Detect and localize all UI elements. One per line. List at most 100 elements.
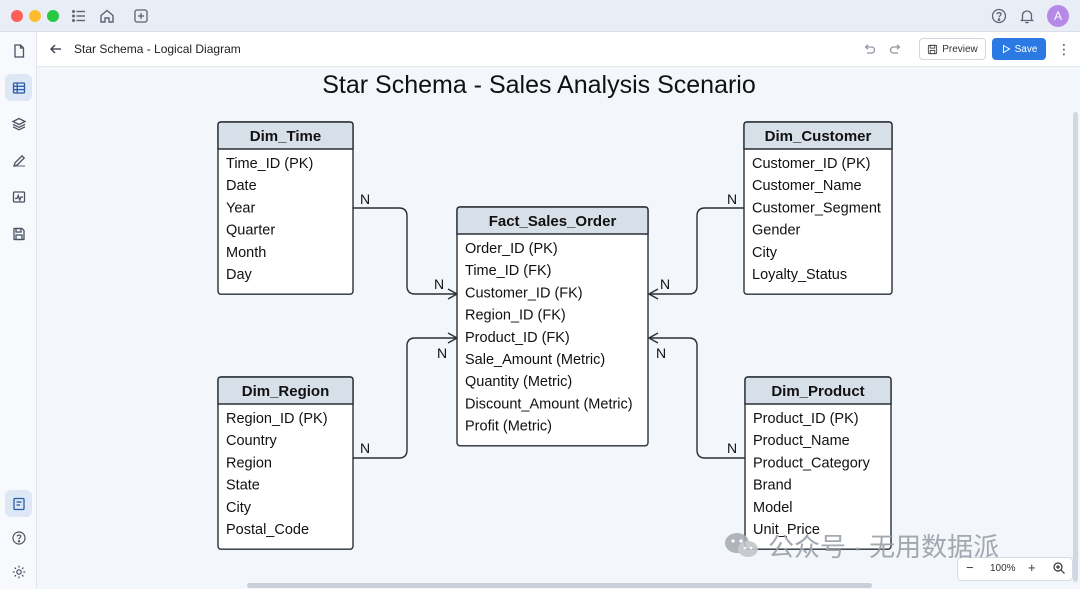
preview-icon (928, 44, 938, 54)
save-button-label: Save (1014, 43, 1038, 55)
table-header-fill (217, 376, 354, 405)
play-icon (1002, 44, 1011, 54)
cardinality-label-time-source: N (360, 191, 370, 207)
help-circle-icon[interactable] (5, 524, 32, 551)
list-icon[interactable] (70, 7, 88, 25)
cardinality-label-region-source: N (360, 440, 370, 456)
save-disk-icon[interactable] (5, 220, 32, 247)
cardinality-label-customer-target: N (660, 276, 670, 292)
wechat-logo-icon (722, 530, 762, 560)
user-avatar[interactable]: A (1047, 5, 1069, 27)
cardinality-label-product-source: N (727, 440, 737, 456)
table-field: Region_ID (FK) (465, 308, 566, 324)
watermark-text: 公众号 · 无用数据派 (768, 531, 1000, 562)
table-name: Dim_Time (250, 128, 321, 145)
back-arrow-icon[interactable] (48, 41, 64, 57)
watermark: 公众号 · 无用数据派 (722, 527, 999, 563)
table-field: Region_ID (PK) (226, 411, 328, 427)
table-field: Country (226, 433, 278, 449)
table-field: Region (226, 455, 272, 471)
table-field: City (226, 500, 252, 516)
undo-icon[interactable] (861, 41, 877, 57)
zoom-fit-icon[interactable] (1052, 561, 1066, 575)
preview-button[interactable]: Preview (919, 38, 986, 60)
table-header-fill (743, 121, 893, 150)
horizontal-scrollbar[interactable] (247, 583, 872, 588)
settings-gear-icon[interactable] (5, 558, 32, 585)
table-name: Dim_Product (771, 383, 864, 400)
table-field: Loyalty_Status (752, 267, 847, 283)
table-field: Gender (752, 223, 801, 239)
table-field: Sale_Amount (Metric) (465, 352, 605, 368)
save-button[interactable]: Save (992, 38, 1046, 60)
table-header-fill (456, 206, 649, 235)
activity-chart-icon[interactable] (5, 183, 32, 210)
new-file-icon[interactable] (132, 7, 150, 25)
table-field: Profit (Metric) (465, 419, 552, 435)
zoom-out-button[interactable]: − (966, 560, 974, 575)
table-field: Product_ID (FK) (465, 330, 570, 346)
table-field: Month (226, 245, 266, 261)
table-field: Customer_Segment (752, 200, 881, 216)
home-icon[interactable] (98, 7, 116, 25)
table-field: Brand (753, 478, 792, 494)
layers-icon[interactable] (5, 110, 32, 137)
table-field: Customer_Name (752, 178, 862, 194)
cardinality-label-region-target: N (437, 345, 447, 361)
table-name: Dim_Region (242, 383, 330, 400)
pen-icon[interactable] (5, 147, 32, 174)
table-field: Year (226, 200, 255, 216)
table-field: Postal_Code (226, 522, 309, 538)
close-window-button[interactable] (11, 10, 23, 22)
table-field: Customer_ID (PK) (752, 156, 870, 172)
table-field: Order_ID (PK) (465, 241, 558, 257)
table-field: Time_ID (FK) (465, 263, 551, 279)
table-field: Time_ID (PK) (226, 156, 313, 172)
notes-icon[interactable] (5, 490, 32, 517)
table-field: Day (226, 267, 253, 283)
cardinality-label-customer-source: N (727, 191, 737, 207)
vertical-scrollbar[interactable] (1073, 112, 1078, 582)
document-title: Star Schema - Logical Diagram (74, 42, 241, 56)
table-field: Product_ID (PK) (753, 411, 859, 427)
cardinality-label-time-target: N (434, 276, 444, 292)
connector-time-fact (353, 207, 459, 300)
zoom-level: 100% (990, 563, 1016, 574)
document-header: Star Schema - Logical Diagram Preview Sa… (37, 32, 1080, 67)
table-header-fill (217, 121, 354, 150)
table-field: Model (753, 500, 793, 516)
table-field: Product_Name (753, 433, 850, 449)
diagram-title: Star Schema - Sales Analysis Scenario (322, 71, 756, 99)
table-header-fill (744, 376, 892, 405)
help-icon[interactable] (990, 7, 1008, 25)
table-icon[interactable] (5, 74, 32, 101)
table-field: Quarter (226, 223, 275, 239)
table-name: Fact_Sales_Order (489, 213, 617, 230)
connector-customer-fact (647, 207, 744, 300)
table-field: City (752, 245, 778, 261)
preview-button-label: Preview (942, 43, 978, 55)
window-title-bar: A (0, 0, 1080, 32)
table-field: Discount_Amount (Metric) (465, 396, 633, 412)
zoom-in-button[interactable]: + (1028, 560, 1036, 575)
table-field: Date (226, 178, 257, 194)
connector-region-fact (353, 332, 459, 459)
cardinality-label-product-target: N (656, 345, 666, 361)
redo-icon[interactable] (888, 41, 904, 57)
table-name: Dim_Customer (765, 128, 872, 145)
maximize-window-button[interactable] (47, 10, 59, 22)
more-options-icon[interactable]: ⋮ (1057, 41, 1071, 57)
table-field: Unit_Price (753, 522, 820, 538)
diagram-canvas[interactable]: Star Schema - Sales Analysis Scenario N … (37, 67, 1080, 589)
bell-icon[interactable] (1018, 7, 1036, 25)
minimize-window-button[interactable] (29, 10, 41, 22)
table-field: Customer_ID (FK) (465, 285, 583, 301)
left-sidebar (0, 32, 37, 589)
file-icon[interactable] (5, 37, 32, 64)
